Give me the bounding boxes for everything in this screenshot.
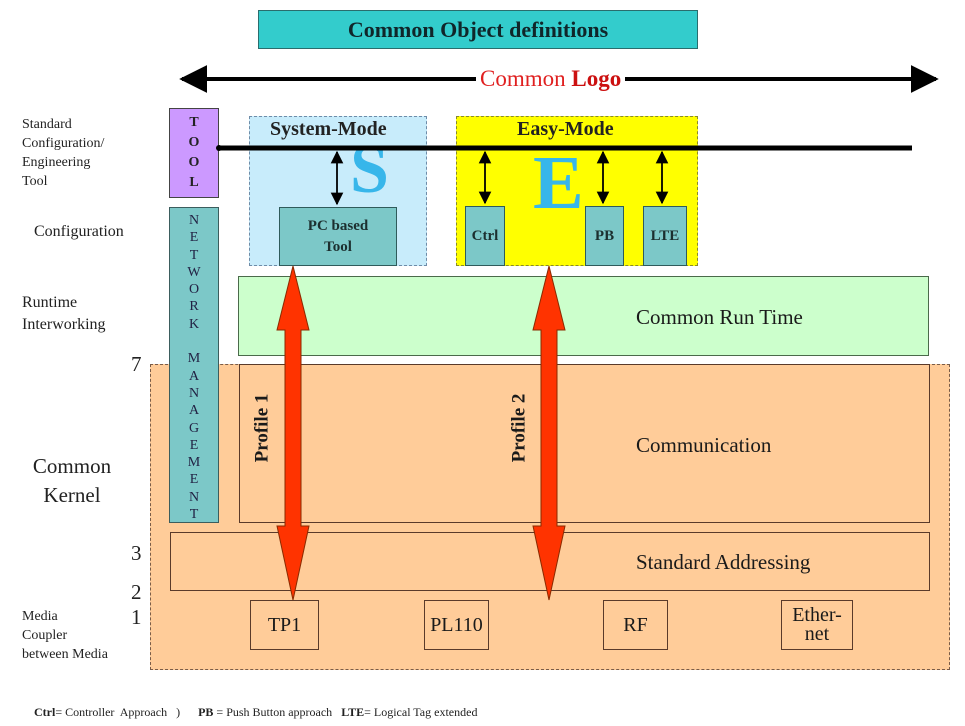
media-ethernet: Ether- net: [781, 600, 853, 650]
profile-2-label: Profile 2: [508, 393, 530, 463]
easy-mode-letter: E: [533, 141, 584, 225]
pc-based-tool-box: PC based Tool: [279, 207, 397, 266]
letter: E: [189, 472, 199, 488]
label-line: Kernel: [43, 483, 101, 507]
letter: E: [189, 230, 199, 246]
layer-number-1: 1: [131, 605, 142, 629]
label-line: Common: [32, 454, 112, 478]
letter: L: [189, 175, 199, 190]
letter: W: [187, 264, 201, 280]
tool-box: T O O L: [169, 108, 219, 198]
standard-addressing-label: Standard Addressing: [636, 550, 811, 574]
letter: M: [187, 455, 201, 471]
letter: E: [189, 437, 199, 453]
letter: G: [188, 420, 200, 436]
letter: T: [189, 247, 199, 263]
letter: N: [188, 385, 200, 401]
layer-number-7: 7: [131, 352, 142, 376]
label-line: Interworking: [22, 316, 106, 333]
label-line: Ether-: [792, 604, 842, 626]
standard-addressing-layer: [170, 532, 930, 591]
label-line: Runtime: [22, 294, 78, 311]
profile-1-label: Profile 1: [251, 393, 273, 463]
row-label-common-kernel: Common Kernel: [22, 452, 122, 510]
communication-label: Communication: [636, 433, 772, 457]
row-label-media-coupler: Media Coupler between Media: [22, 607, 108, 664]
lte-box: LTE: [643, 206, 687, 266]
letter: T: [189, 507, 199, 523]
common-run-time-label: Common Run Time: [636, 305, 803, 329]
letter: [192, 333, 196, 350]
system-mode-letter: S: [350, 131, 389, 208]
label-line: Coupler: [22, 628, 68, 643]
media-tp1: TP1: [250, 600, 319, 650]
banner-title: Common Object definitions: [347, 16, 609, 42]
common-logo-label: Common Logo: [476, 66, 626, 92]
letter: K: [188, 316, 200, 332]
abbreviation-legend: Ctrl= Controller Approach ) PB = Push Bu…: [34, 705, 477, 720]
logo-prefix: Common: [480, 66, 566, 91]
label-line: between Media: [22, 647, 108, 662]
layer-number-2: 2: [131, 580, 142, 604]
letter: A: [188, 403, 200, 419]
legend-lte-abbr: LTE: [341, 705, 365, 719]
letter: T: [189, 115, 199, 130]
row-label-configuration: Configuration: [34, 223, 124, 240]
media-pl110: PL110: [424, 600, 489, 650]
pb-box: PB: [585, 206, 624, 266]
communication-layer: [239, 364, 930, 523]
letter: M: [187, 351, 201, 367]
system-mode-title: System-Mode: [270, 118, 387, 140]
label-line: Standard: [22, 117, 72, 132]
easy-mode-title: Easy-Mode: [517, 118, 614, 140]
legend-pb-abbr: PB: [198, 705, 214, 719]
common-object-definitions-banner: Common Object definitions: [258, 10, 698, 49]
letter: A: [188, 368, 200, 384]
media-rf: RF: [603, 600, 668, 650]
label-line: Media: [22, 609, 58, 624]
layer-number-3: 3: [131, 541, 142, 565]
label-line: Tool: [22, 174, 48, 189]
letter: O: [188, 155, 200, 170]
legend-pb-def: = Push Button approach: [213, 705, 333, 719]
letter: R: [189, 299, 199, 315]
label-line: Tool: [324, 238, 352, 255]
legend-ctrl-abbr: Ctrl: [34, 705, 56, 719]
ctrl-box: Ctrl: [465, 206, 505, 266]
label-line: net: [804, 623, 830, 645]
label-line: PC based: [307, 217, 369, 234]
label-line: Engineering: [22, 155, 91, 170]
label-line: Configuration/: [22, 136, 105, 151]
logo-bold: Logo: [571, 66, 622, 91]
letter: O: [188, 135, 200, 150]
row-label-runtime-interworking: Runtime Interworking: [22, 292, 106, 336]
letter: O: [188, 282, 200, 298]
legend-lte-def: = Logical Tag extended: [364, 705, 478, 719]
letter: N: [188, 489, 200, 505]
legend-ctrl-def: = Controller Approach ): [55, 705, 181, 719]
letter: N: [188, 213, 200, 228]
common-run-time-layer: [238, 276, 929, 356]
tool-letters: T O O L: [170, 109, 218, 193]
row-label-engineering-tool: Standard Configuration/ Engineering Tool: [22, 115, 104, 191]
